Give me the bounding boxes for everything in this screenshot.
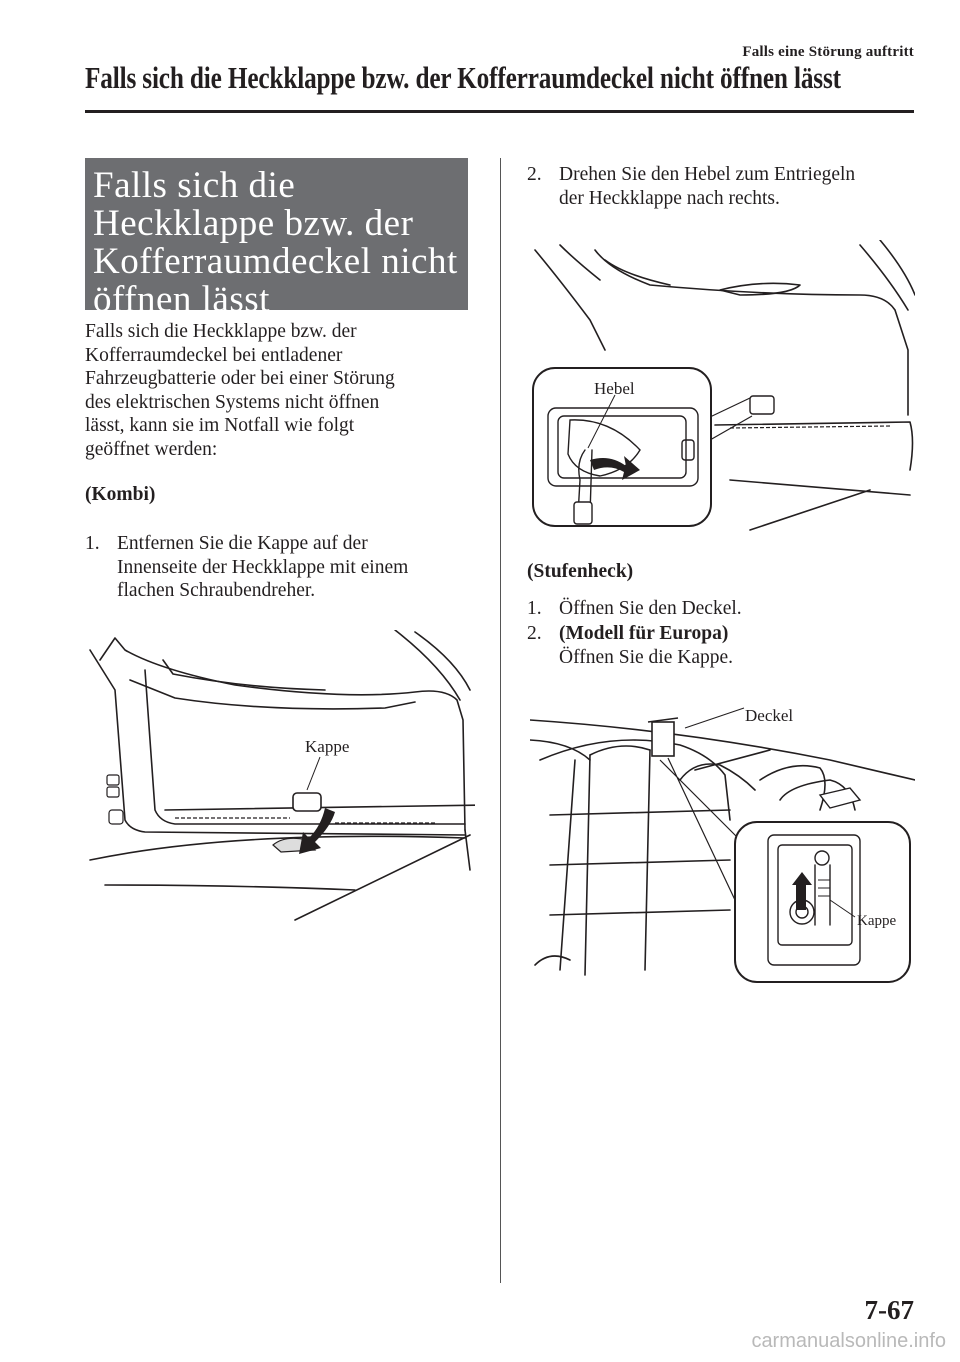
kombi-step-1: 1. Entfernen Sie die Kappe auf der Innen… (85, 532, 485, 604)
page-number: 7-67 (864, 1295, 915, 1325)
chapter-title: Falls eine Störung auftritt (742, 44, 914, 60)
intro-line: geöffnet werden: (85, 438, 218, 460)
figure1-label-kappe: Kappe (305, 737, 350, 756)
figure3-label-kappe: Kappe (857, 913, 897, 929)
stufenheck-heading: (Stufenheck) (527, 561, 634, 582)
intro-line: lässt, kann sie im Notfall wie folgt (85, 415, 355, 436)
section-title-box: Falls sich die Heckklappe bzw. der Koffe… (85, 158, 468, 320)
step-line: Öffnen Sie die Kappe. (559, 646, 734, 668)
trunk-cover-illustration (530, 707, 915, 983)
section-title-line: Falls sich die (93, 165, 296, 206)
column-divider (500, 158, 501, 1283)
step-line: der Heckklappe nach rechts. (559, 187, 780, 209)
section-title-line: Kofferraumdeckel nicht (93, 241, 458, 282)
intro-line: Kofferraumdeckel bei entladener (85, 344, 343, 366)
running-title: Falls sich die Heckklappe bzw. der Koffe… (85, 60, 841, 95)
intro-line: des elektrischen Systems nicht öffnen (85, 391, 380, 413)
section-title-line: öffnen lässt (93, 279, 270, 320)
kombi-step-2: 2. Drehen Sie den Hebel zum Entriegeln d… (527, 163, 927, 211)
step-number: 2. (527, 623, 542, 644)
section-title-line: Heckklappe bzw. der (93, 203, 414, 244)
figure3-label-deckel: Deckel (745, 706, 794, 725)
step-line: Öffnen Sie den Deckel. (559, 598, 742, 619)
intro-paragraph: Falls sich die Heckklappe bzw. der Koffe… (85, 320, 485, 461)
header-rule (85, 110, 914, 113)
intro-line: Fahrzeugbatterie oder bei einer Störung (85, 368, 395, 389)
stufenheck-step-1: 1. Öffnen Sie den Deckel. (527, 597, 927, 621)
figure2-label-hebel: Hebel (594, 379, 635, 398)
step-line: Entfernen Sie die Kappe auf der (117, 533, 368, 554)
step-number: 1. (85, 533, 100, 554)
step-line: Innenseite der Heckklappe mit einem (117, 556, 409, 578)
step-model-note: (Modell für Europa) (559, 623, 729, 644)
lever-illustration (532, 240, 915, 531)
kombi-heading: (Kombi) (85, 484, 156, 505)
step-number: 2. (527, 164, 542, 185)
step-number: 1. (527, 598, 542, 619)
step-line: Drehen Sie den Hebel zum Entriegeln (559, 164, 856, 185)
tailgate-cap-illustration (89, 630, 475, 921)
intro-line: Falls sich die Heckklappe bzw. der (85, 321, 357, 342)
stufenheck-step-2: 2. (Modell für Europa) Öffnen Sie die Ka… (527, 622, 927, 670)
watermark: carmanualsonline.info (751, 1330, 946, 1352)
step-line: flachen Schraubendreher. (117, 580, 316, 601)
